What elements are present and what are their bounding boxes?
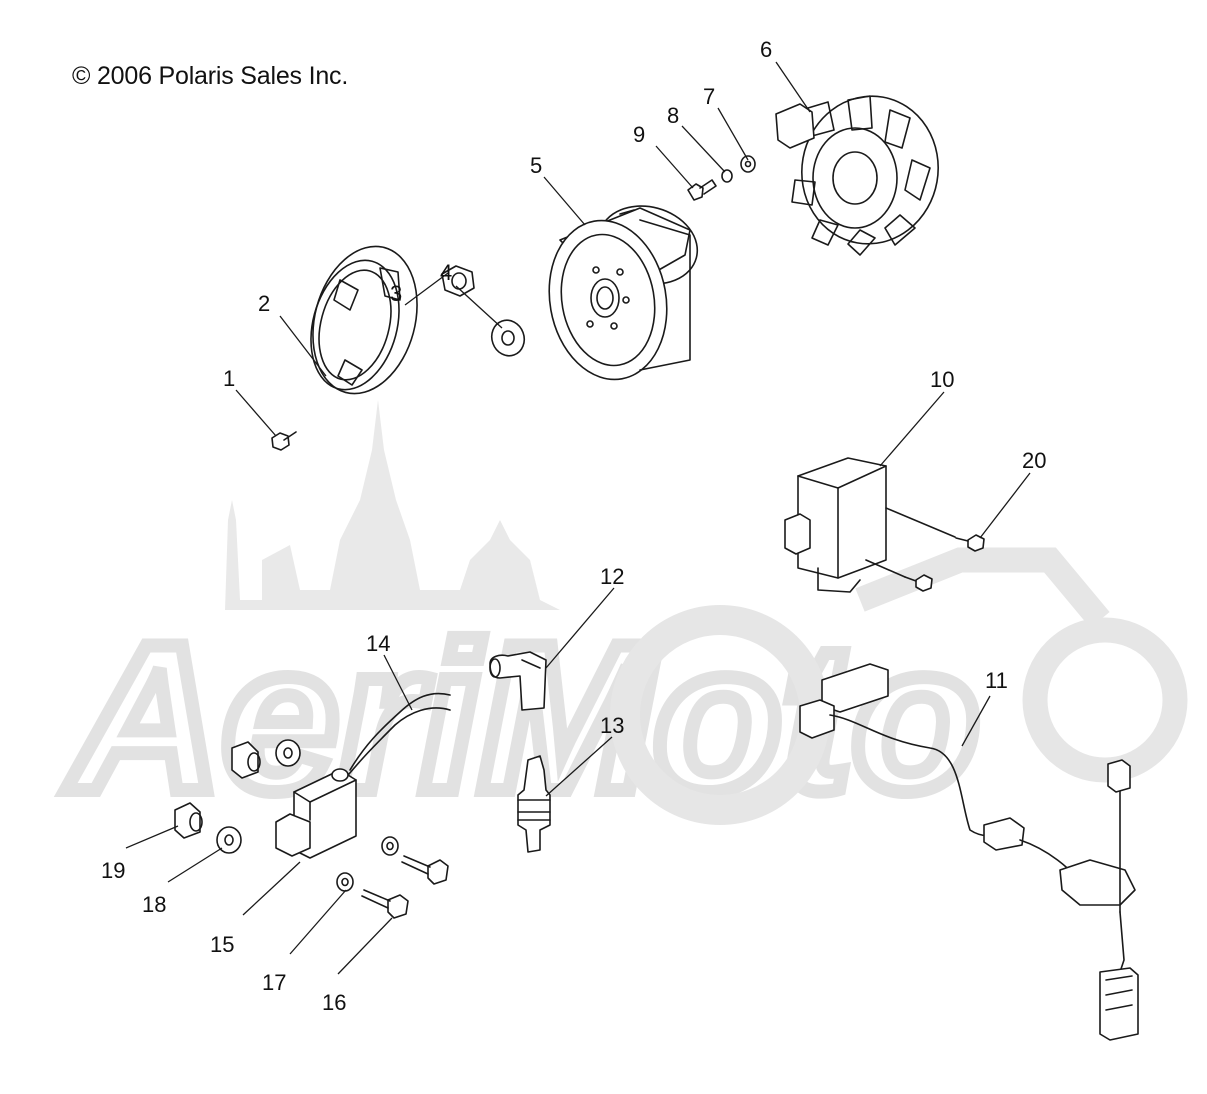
- callout-3: 3: [390, 281, 402, 306]
- part-11-wiring-harness: [799, 663, 1139, 1041]
- part-8-lockwasher: [721, 169, 733, 183]
- callout-2: 2: [258, 291, 270, 316]
- part-1-screw: [271, 431, 297, 451]
- callout-12: 12: [600, 564, 624, 589]
- callout-7: 7: [703, 84, 715, 109]
- callout-9: 9: [633, 122, 645, 147]
- part-13-spark-plug: [517, 755, 551, 853]
- part-4-washer: [490, 319, 526, 357]
- part-15-ignition-coil: [275, 768, 357, 859]
- callout-13: 13: [600, 713, 624, 738]
- callout-1: 1: [223, 366, 235, 391]
- part-16-bolts: [361, 855, 449, 919]
- callout-11: 11: [985, 668, 1008, 693]
- callout-16: 16: [322, 990, 346, 1015]
- callout-6: 6: [760, 37, 772, 62]
- callout-10: 10: [930, 367, 954, 392]
- part-12-spark-plug-cap: [489, 651, 547, 711]
- callout-8: 8: [667, 103, 679, 128]
- part-14-ht-lead: [339, 692, 451, 786]
- callout-14: 14: [366, 631, 390, 656]
- part-17-lockwashers: [336, 836, 399, 892]
- part-7-washer: [740, 155, 756, 173]
- callout-18: 18: [142, 892, 166, 917]
- callout-20: 20: [1022, 448, 1046, 473]
- callout-19: 19: [101, 858, 125, 883]
- copyright-notice: © 2006 Polaris Sales Inc.: [72, 62, 349, 90]
- part-19-bushings: [174, 741, 261, 839]
- part-2-housing: [310, 245, 418, 395]
- leader-lines: [125, 61, 1031, 975]
- part-10-cdi-box: [784, 457, 887, 593]
- part-3-nut: [441, 265, 475, 297]
- callout-17: 17: [262, 970, 286, 995]
- part-9-screw: [687, 179, 717, 201]
- callout-5: 5: [530, 153, 542, 178]
- part-18-grommets: [216, 739, 301, 854]
- part-6-stator: [775, 95, 939, 256]
- part-5-flywheel: [548, 205, 699, 381]
- part-20-screws: [865, 507, 985, 592]
- callout-15: 15: [210, 932, 234, 957]
- callout-4: 4: [440, 260, 452, 285]
- callout-numbers: 1 2 3 4 5 6 7 8 9 10 11 12 13 14 15 16 1…: [101, 37, 1046, 1015]
